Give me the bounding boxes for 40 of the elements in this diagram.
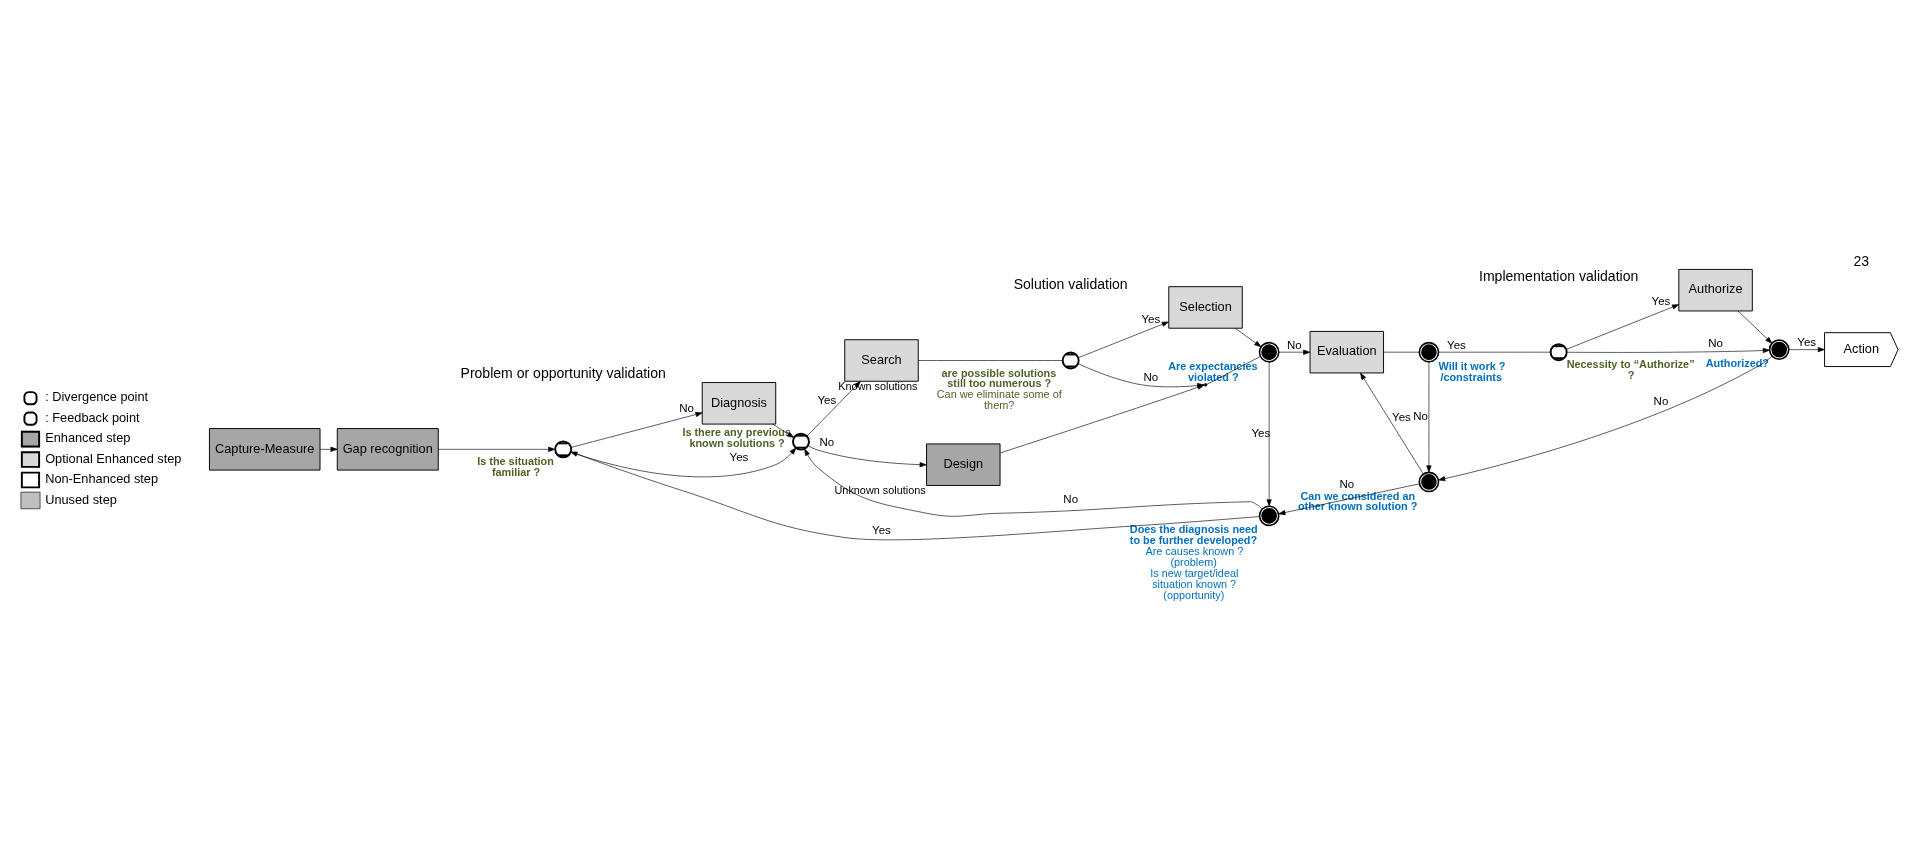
edge-label: No: [1287, 338, 1302, 351]
edge-label: No: [1339, 477, 1355, 490]
node-label: Necessity to “Authorize” ?: [1566, 357, 1695, 381]
node-label: Are expectancies violated ?: [1168, 359, 1258, 383]
edge-label: No: [1063, 492, 1079, 505]
node-label: Is the situation familiar ?: [477, 454, 554, 478]
legend-label: Non-Enhanced step: [45, 470, 159, 486]
node-label: Can we eliminate some of them?: [936, 387, 1062, 411]
legend-label: Unused step: [45, 491, 117, 507]
edge-label: No: [1143, 370, 1159, 383]
node-label: are possible solutions still too numerous ?: [941, 366, 1057, 389]
edge-label: Yes: [1447, 338, 1466, 351]
node-label: Are causes known ? (problem): [1145, 544, 1244, 568]
edge-label: Yes: [1141, 312, 1161, 325]
edge-label: Yes: [872, 523, 891, 536]
edge-label: No: [1708, 336, 1723, 349]
edge-label: Yes: [1797, 335, 1817, 348]
legend-label: : Divergence point: [45, 388, 149, 404]
edge-label: No: [1653, 394, 1669, 407]
edge-label: No: [819, 435, 835, 448]
label: Problem or opportunity validation: [460, 364, 666, 381]
node-label: Is there any previous known solutions ?: [682, 425, 792, 449]
legend-label: Optional Enhanced step: [45, 450, 182, 466]
node-label: Does the diagnosis need to be further developed?: [1129, 522, 1258, 546]
edge-label: Yes: [1392, 410, 1411, 423]
edge-label: Yes: [729, 450, 749, 463]
label: Implementation validation: [1479, 267, 1639, 284]
node-label: Can we considered an other known solution ?: [1297, 489, 1418, 512]
node-label: Authorized?: [1705, 356, 1770, 369]
edge-label: Yes: [817, 393, 837, 406]
edge-label: Yes: [1251, 426, 1271, 439]
legend-label: : Feedback point: [45, 409, 140, 425]
node-label: Unknown solutions: [834, 483, 926, 496]
legend-label: Enhanced step: [45, 429, 131, 445]
node-label: Will it work ? /constraints: [1438, 359, 1506, 383]
label: 23: [1853, 252, 1870, 269]
edge-label: No: [679, 401, 694, 414]
edge-label: No: [1413, 409, 1428, 422]
label: Solution validation: [1013, 275, 1128, 292]
edge-label: Yes: [1651, 294, 1671, 307]
